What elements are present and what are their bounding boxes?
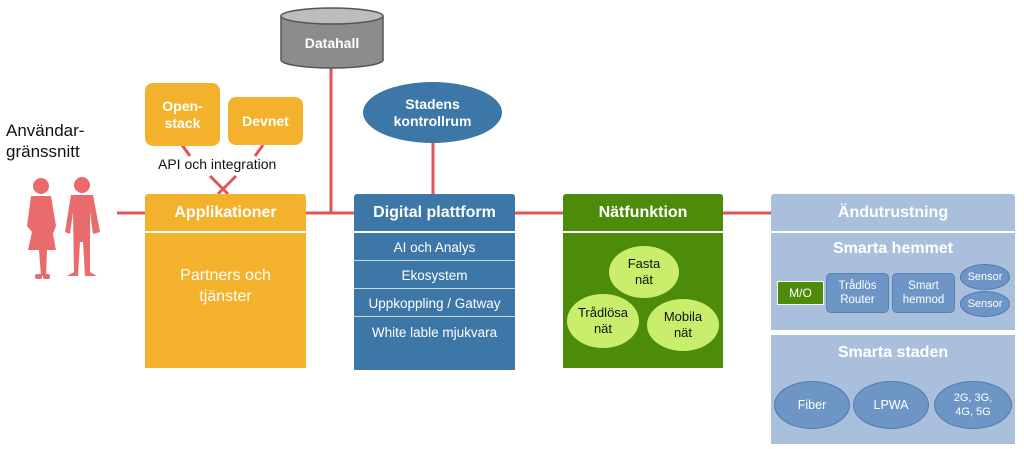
applications-header[interactable]: Applikationer	[145, 194, 306, 231]
smart-home-panel: Smarta hemmet M/O Trådlös Router Smart h…	[771, 233, 1015, 330]
smart-city-panel: Smarta staden Fiber LPWA 2G, 3G, 4G, 5G	[771, 335, 1015, 444]
smart-home-node-device[interactable]: Smart hemnod	[892, 273, 955, 313]
database-icon	[280, 7, 384, 69]
wireless-router-label: Trådlös Router	[838, 280, 877, 306]
devnet-label: Devnet	[242, 112, 289, 129]
applications-body: Partners och tjänster	[145, 233, 306, 368]
wireless-router-device[interactable]: Trådlös Router	[826, 273, 889, 313]
fiber-node[interactable]: Fiber	[774, 381, 850, 429]
sensor-device-1[interactable]: Sensor	[960, 264, 1010, 290]
platform-item-uppkoppling[interactable]: Uppkoppling / Gatway	[354, 291, 515, 317]
devnet-box[interactable]: Devnet	[228, 97, 303, 145]
fixed-network-node[interactable]: Fasta nät	[609, 246, 679, 298]
control-room-label: Stadens kontrollrum	[393, 95, 472, 129]
connector-api	[208, 174, 230, 196]
mobile-network-label: Mobila nät	[663, 309, 703, 340]
partners-services-label: Partners och tjänster	[180, 266, 271, 305]
connector-openstack	[180, 144, 192, 157]
connector-devnet	[253, 144, 265, 157]
smart-city-title: Smarta staden	[837, 344, 949, 361]
control-room-node[interactable]: Stadens kontrollrum	[363, 82, 502, 143]
end-equipment-header[interactable]: Ändutrustning	[771, 194, 1015, 231]
lpwa-node[interactable]: LPWA	[853, 381, 929, 429]
mo-device[interactable]: M/O	[777, 281, 824, 305]
fixed-network-label: Fasta nät	[627, 256, 661, 287]
datahall-label: Datahall	[304, 35, 360, 51]
cellular-node[interactable]: 2G, 3G, 4G, 5G	[934, 381, 1012, 429]
smart-home-title: Smarta hemmet	[832, 240, 954, 257]
users-icon	[27, 177, 100, 279]
digital-platform-body: AI och Analys Ekosystem Uppkoppling / Ga…	[354, 233, 515, 370]
openstack-label: Open-stack	[162, 97, 203, 131]
openstack-box[interactable]: Open-stack	[145, 83, 220, 146]
network-function-header[interactable]: Nätfunktion	[563, 194, 723, 231]
wireless-network-node[interactable]: Trådlösa nät	[567, 294, 639, 348]
mobile-network-node[interactable]: Mobila nät	[647, 299, 719, 351]
network-function-body: Fasta nät Trådlösa nät Mobila nät	[563, 233, 723, 368]
platform-item-white-lable[interactable]: White lable mjukvara	[354, 319, 515, 345]
digital-platform-header[interactable]: Digital plattform	[354, 194, 515, 231]
sensor-device-2[interactable]: Sensor	[960, 291, 1010, 317]
wireless-network-label: Trådlösa nät	[577, 305, 629, 336]
platform-item-ai-analys[interactable]: AI och Analys	[354, 235, 515, 261]
api-integration-label: API och integration	[158, 156, 277, 172]
user-interface-label: Användar-gränssnitt	[6, 121, 85, 161]
cellular-label: 2G, 3G, 4G, 5G	[953, 392, 993, 418]
platform-item-ekosystem[interactable]: Ekosystem	[354, 263, 515, 289]
connector-api-2	[216, 174, 238, 196]
smart-home-node-label: Smart hemnod	[902, 280, 945, 306]
